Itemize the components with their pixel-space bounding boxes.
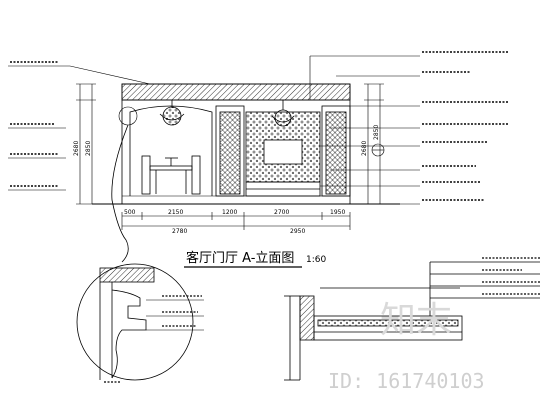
tv-screen [263,139,303,165]
chandelier-right [271,100,295,127]
dim-top-1: 500 [124,209,136,216]
dim-left-1: 2680 [73,141,80,156]
dimension-text: 500 2150 1200 2700 1950 2780 2950 2680 2… [73,125,380,235]
section-detail [284,261,540,381]
arch-opening [129,105,213,196]
ceiling-band [121,83,351,101]
annotation-leaders [8,55,420,205]
lattice-panel-right [325,111,347,195]
dim-top-2: 2150 [168,209,183,216]
dim-right-2: 2850 [373,125,380,140]
dimension-lines [76,83,385,230]
dim-top-4: 2700 [274,209,289,216]
lattice-panel-left [219,111,241,195]
dim-left-2: 2850 [85,141,92,156]
drawing-title: 客厅门厅 A-立面图 [186,250,294,266]
dim-right-1: 2680 [361,141,368,156]
detail-callout-marks [104,295,202,383]
dim-bottom-1: 2780 [172,228,187,235]
detail-leader [111,124,129,263]
drawing-scale: 1:60 [306,255,326,265]
chandelier-left [159,100,185,126]
watermark-id: ID: 161740103 [328,369,485,393]
section-detail-marks [482,257,540,295]
detail-circle [76,263,194,381]
dim-bottom-2: 2950 [290,228,305,235]
main-elevation [92,83,400,205]
dim-top-3: 1200 [222,209,237,216]
watermark-logo: 知末 [380,300,452,341]
detail-callout [76,124,204,381]
dim-top-5: 1950 [330,209,345,216]
dining-set [141,155,201,195]
annotation-text-marks [10,51,508,201]
